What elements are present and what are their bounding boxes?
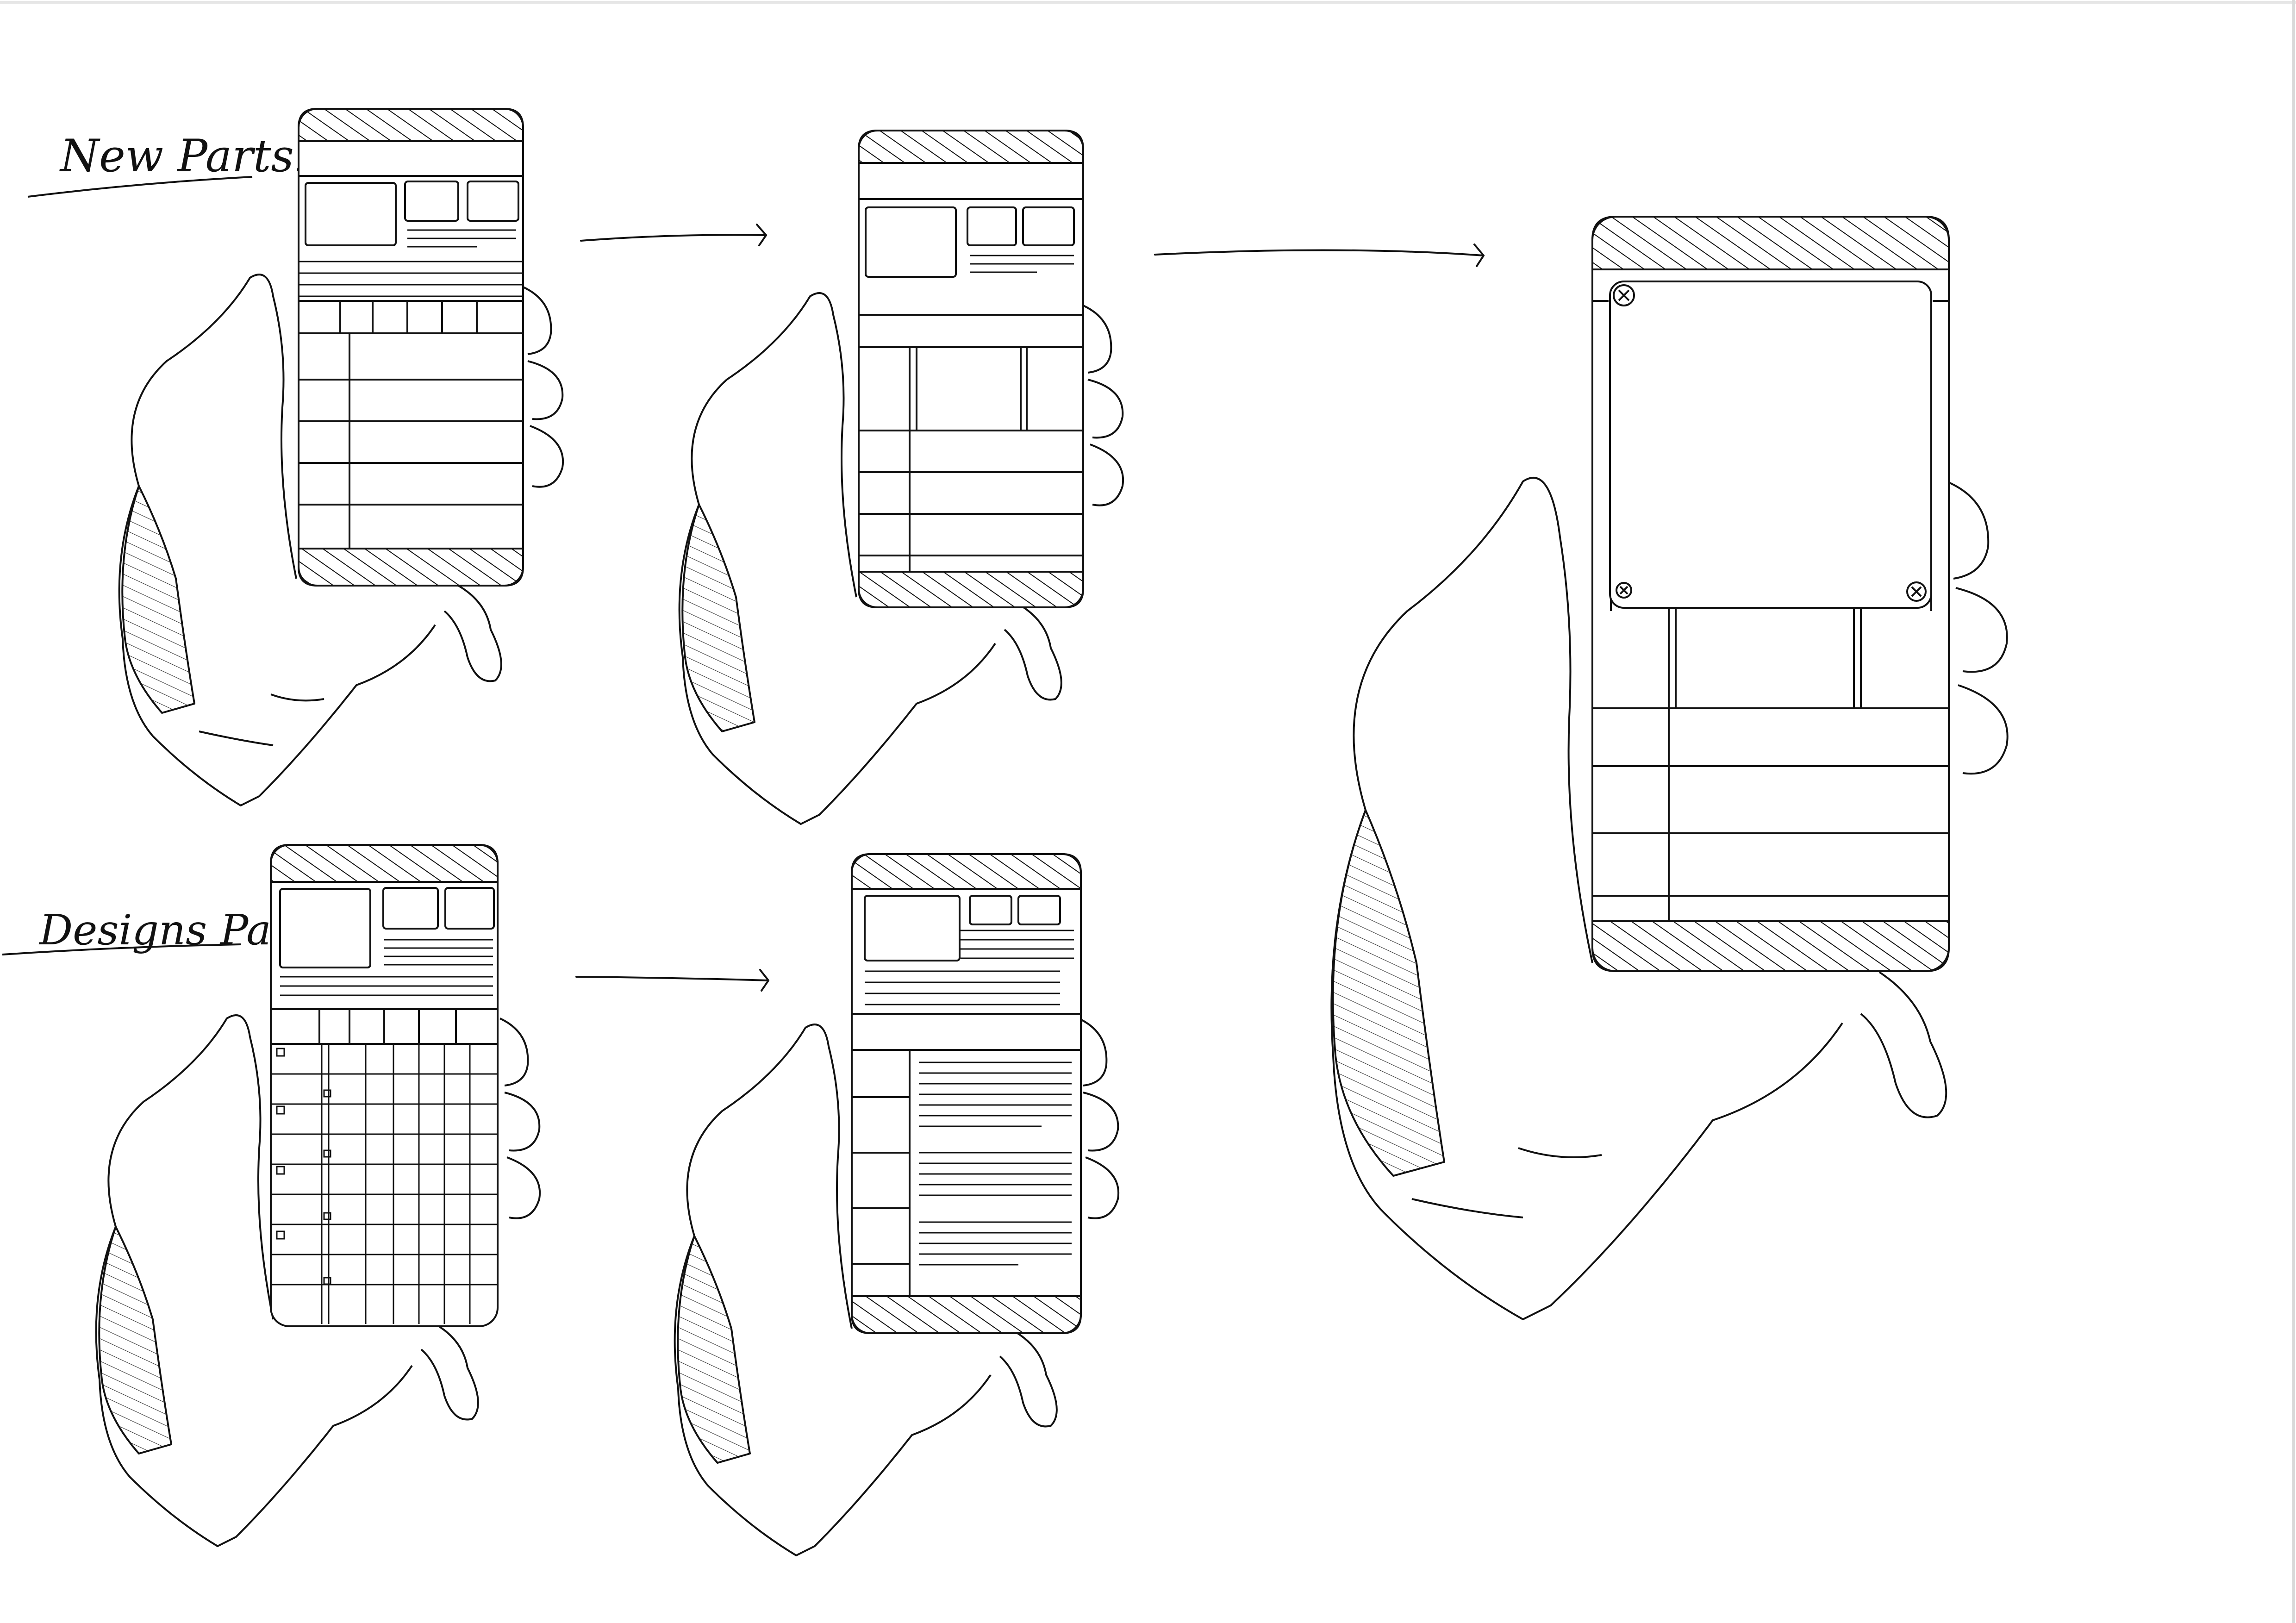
phone-designs-detail [852, 854, 1081, 1333]
status-bar [1592, 217, 1949, 269]
bottom-nav-bar [299, 549, 523, 586]
flow-arrow [581, 225, 766, 245]
phone-designs-grid [271, 845, 498, 1326]
bottom-nav-bar [859, 572, 1083, 607]
status-bar [859, 131, 1083, 163]
status-bar [852, 854, 1081, 889]
label-new-parts: New Parts: [28, 130, 309, 197]
flow-arrow [1155, 244, 1484, 266]
flow-arrow [576, 970, 768, 991]
phone-popup-view [1592, 217, 1949, 971]
phone-new-parts-list [299, 109, 523, 586]
phone-body [859, 131, 1083, 607]
popup-image-overlay[interactable] [1610, 281, 1931, 608]
phone-body [299, 109, 523, 586]
status-bar [299, 109, 523, 141]
phone-new-parts-detail [859, 131, 1083, 607]
bottom-nav-bar [1592, 921, 1949, 971]
bottom-nav-bar [852, 1296, 1081, 1333]
status-bar [271, 845, 498, 882]
label-new-parts-text: New Parts: [59, 130, 309, 182]
